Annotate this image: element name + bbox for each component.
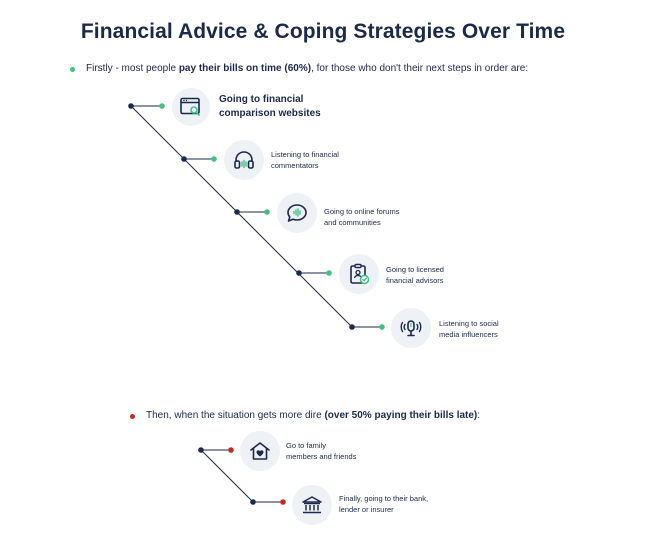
step6-start-dot: [198, 447, 204, 453]
bank-icon: [302, 496, 322, 514]
section1-intro-suffix: , for those who don't their next steps i…: [311, 63, 529, 74]
section1-intro-prefix: Firstly - most people: [86, 63, 179, 74]
section2-intro-suffix: :: [477, 410, 481, 421]
step1-label: Going to financial comparison websites: [219, 94, 321, 119]
step4-start-dot: [296, 270, 302, 276]
step7-start-dot: [250, 499, 256, 505]
page-title: Financial Advice & Coping Strategies Ove…: [80, 20, 566, 43]
step5-start-dot: [349, 324, 355, 330]
section2-intro: Then, when the situation gets more dire …: [146, 410, 480, 421]
step7-label: Finally, going to their bank, lender or …: [339, 494, 429, 514]
chat-bubble-icon: [287, 204, 307, 222]
step3-start-dot: [234, 209, 240, 215]
step6-label: Go to family members and friends: [286, 441, 357, 461]
step2-end-dot: [211, 156, 217, 162]
step6-end-dot: [228, 447, 234, 453]
section2-intro-prefix: Then, when the situation gets more dire: [146, 410, 325, 421]
browser-search-icon: [180, 97, 200, 116]
step1-icon-bg: [172, 88, 210, 126]
step5-label: Listening to social media influencers: [439, 319, 499, 339]
section1-intro-bold: pay their bills on time (60%): [178, 63, 312, 74]
section1-bullet: [70, 67, 75, 72]
step2-label: Listening to financial commentators: [271, 150, 339, 170]
step3-end-dot: [264, 209, 270, 215]
step3-label: Going to online forums and communities: [324, 207, 400, 227]
section1-diagonal-line: [130, 105, 353, 328]
house-heart-icon: [250, 442, 270, 460]
step1-start-dot: [128, 103, 134, 109]
step2-icon-bg: [224, 140, 264, 180]
headphones-icon: [234, 151, 254, 169]
step5-end-dot: [379, 324, 385, 330]
step7-icon-bg: [292, 485, 332, 525]
section2-bullet: [130, 414, 135, 419]
step6-icon-bg: [240, 431, 280, 471]
podcast-microphone-icon: [400, 320, 422, 337]
step4-end-dot: [326, 270, 332, 276]
step1-end-dot: [159, 103, 165, 109]
section1-intro: Firstly - most people pay their bills on…: [86, 63, 528, 74]
section2-intro-bold: (over 50% paying their bills late): [324, 410, 478, 421]
step2-start-dot: [181, 156, 187, 162]
step4-label: Going to licensed financial advisors: [386, 265, 444, 285]
step5-icon-bg: [391, 308, 431, 348]
step3-icon-bg: [277, 193, 317, 233]
step7-end-dot: [280, 499, 286, 505]
clipboard-check-icon: [350, 263, 370, 285]
step4-icon-bg: [339, 254, 379, 294]
section2-diagonal-line: [200, 449, 254, 503]
